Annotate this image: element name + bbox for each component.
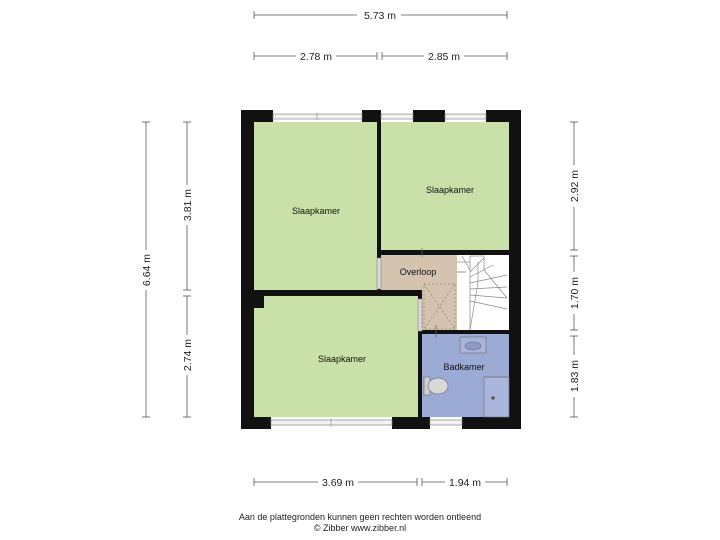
stairs-area: [457, 255, 509, 331]
shower: [483, 376, 510, 418]
dim-left-total: 6.64 m: [141, 254, 153, 286]
dim-bottom-right: 1.94 m: [449, 477, 481, 489]
windows: [270, 113, 487, 426]
dim-left-lower: 2.74 m: [182, 339, 194, 371]
dim-top-right: 2.85 m: [428, 51, 460, 63]
exterior-walls: [241, 110, 521, 429]
door-openings: [376, 257, 423, 332]
label-bedroom-top-right: Slaapkamer: [426, 185, 474, 195]
toilet-bowl: [427, 377, 449, 395]
dimension-label-backgrounds: [139, 8, 581, 489]
dim-right-lower: 1.83 m: [569, 360, 581, 392]
bathroom-fixtures: [423, 336, 510, 418]
interior-walls: [254, 110, 509, 417]
label-bedroom-bottom-left: Slaapkamer: [318, 354, 366, 364]
dim-right-upper: 2.92 m: [569, 170, 581, 202]
dim-bottom-left: 3.69 m: [322, 477, 354, 489]
dim-right-middle: 1.70 m: [569, 277, 581, 309]
dim-left-upper: 3.81 m: [182, 189, 194, 221]
room-landing-lower: [422, 281, 457, 331]
loft-hatch: [423, 283, 456, 330]
stairs: [457, 255, 508, 331]
shower-drain: [491, 396, 495, 400]
window-mullions: [316, 113, 332, 427]
label-bedroom-top-left: Slaapkamer: [292, 206, 340, 216]
label-bathroom: Badkamer: [443, 362, 484, 372]
room-bedroom-top-right: [381, 122, 509, 250]
copyright-text: © Zibber www.zibber.nl: [313, 523, 407, 533]
room-bedroom-bottom-left: [254, 296, 418, 417]
door-ticks: [421, 248, 466, 338]
disclaimer-text: Aan de plattegronden kunnen geen rechten…: [238, 512, 482, 522]
room-bedroom-top-left: [254, 122, 377, 290]
dim-top-left: 2.78 m: [300, 51, 332, 63]
dim-top-total: 5.73 m: [364, 10, 396, 22]
label-landing: Overloop: [400, 267, 437, 277]
